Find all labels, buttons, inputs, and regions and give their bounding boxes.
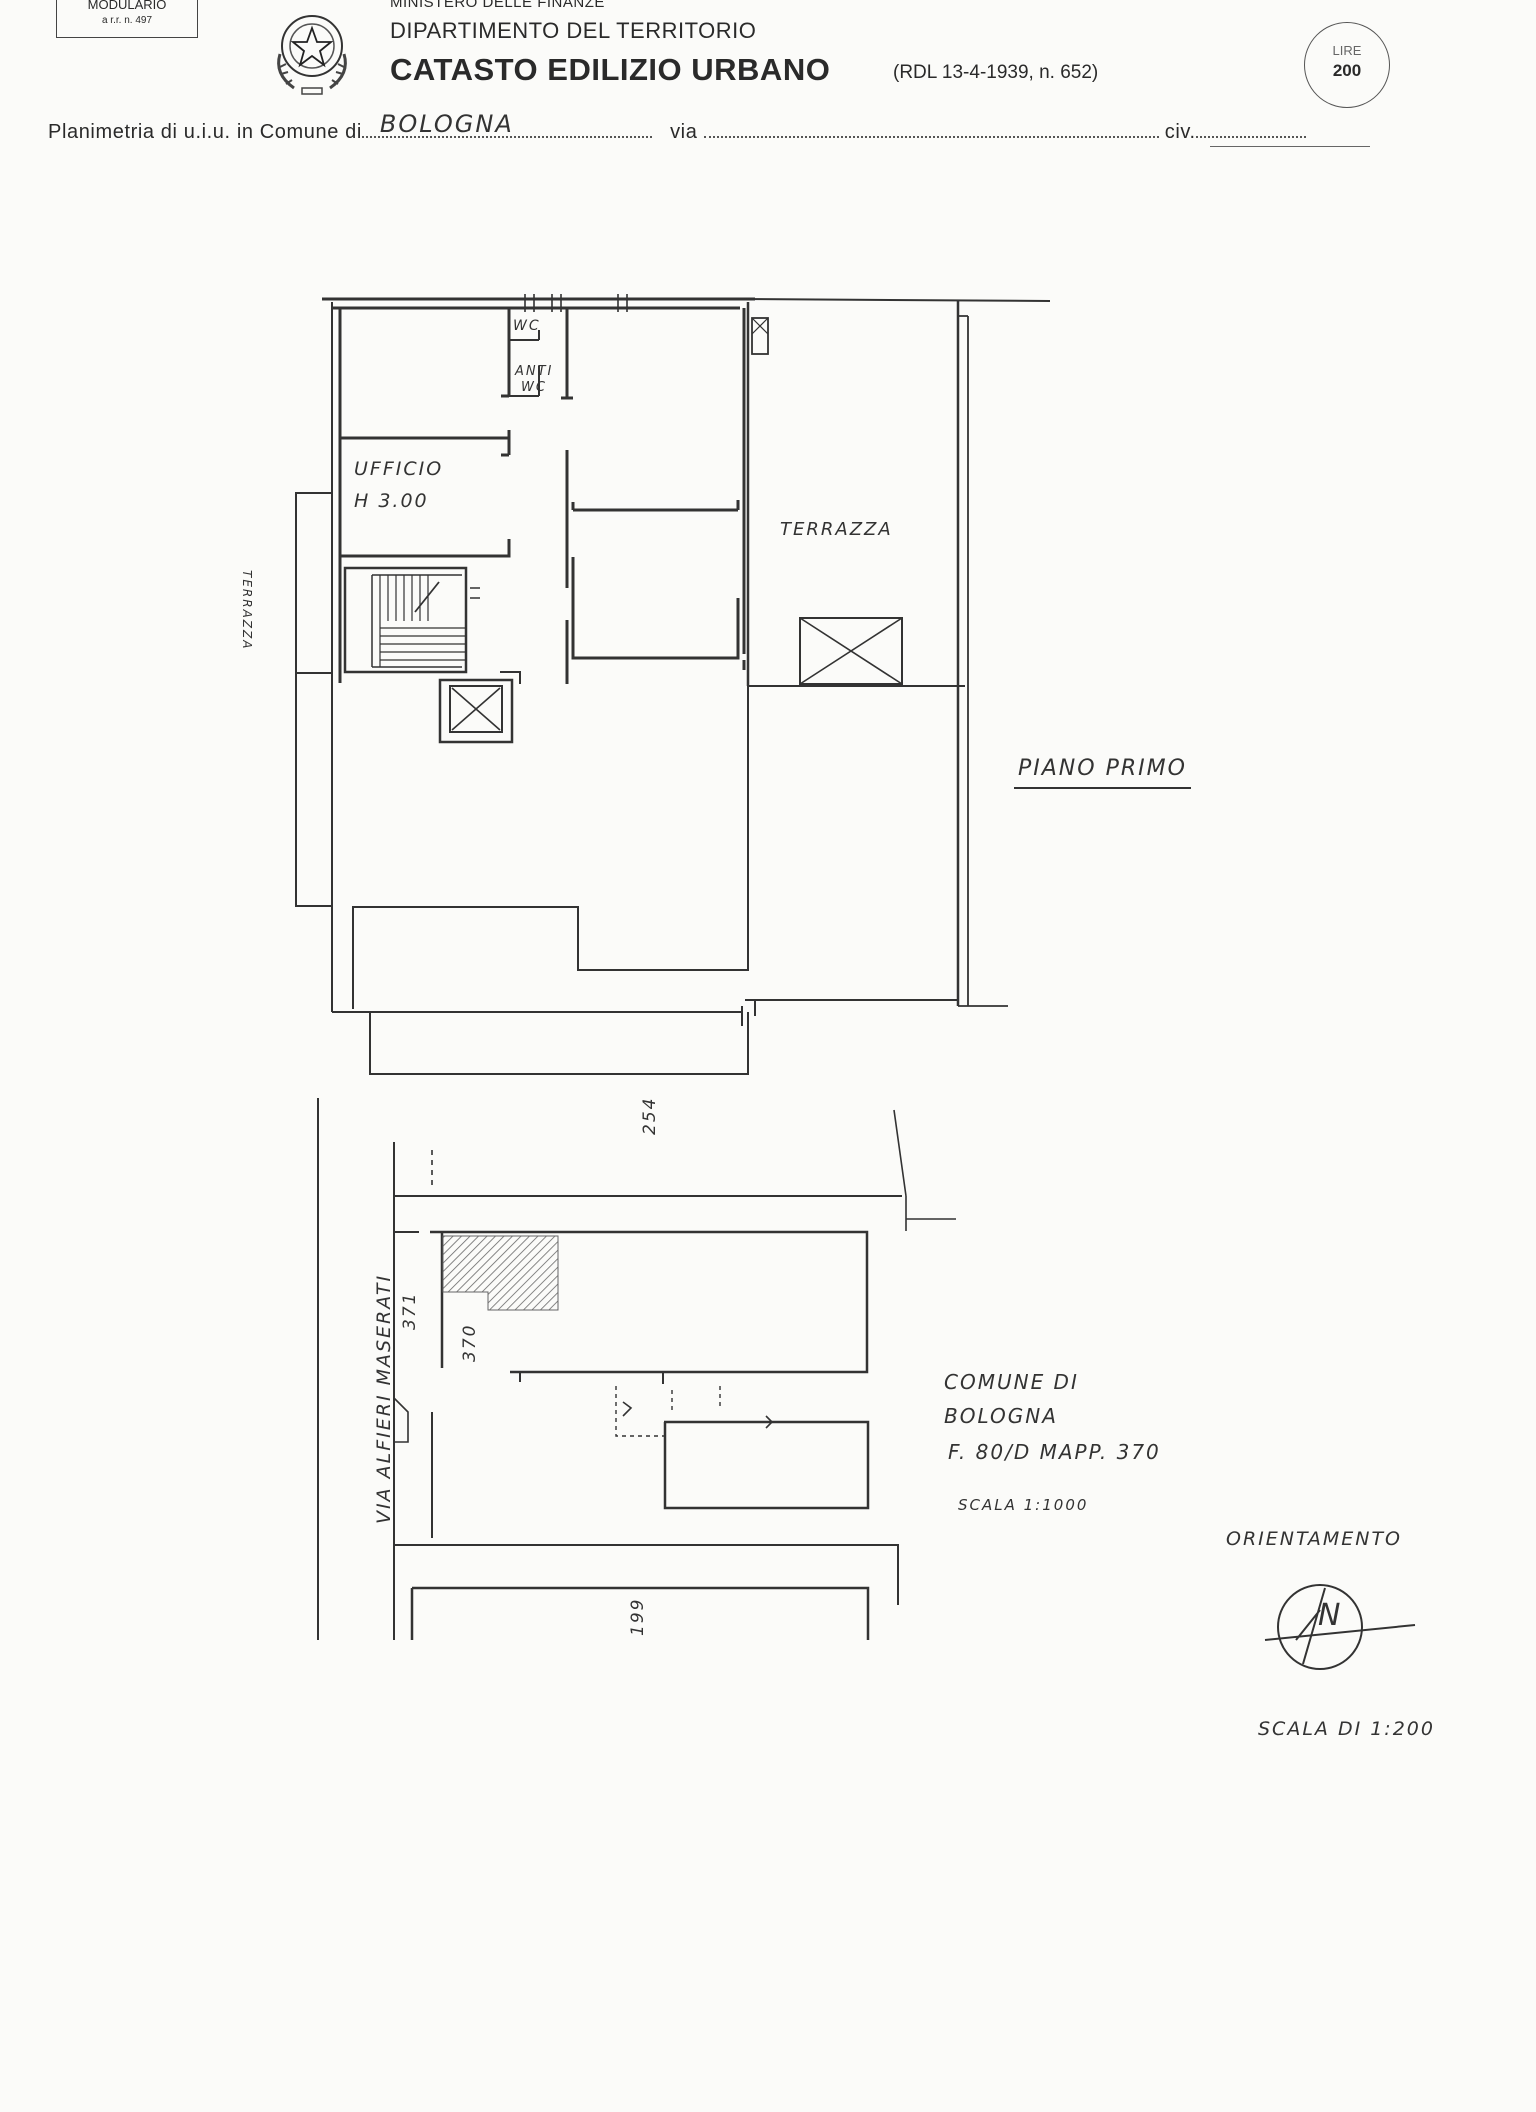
north-letter: N (1318, 1598, 1343, 1633)
site-info-line1: COMUNE DI (944, 1370, 1079, 1394)
street-label: VIA ALFIERI MASERATI (373, 1273, 395, 1524)
parcel-number-254: 254 (640, 1096, 660, 1135)
modulario-label: MODULARIO (87, 0, 167, 12)
via-field (703, 118, 1159, 138)
law-reference: (RDL 13-4-1939, n. 652) (893, 62, 1099, 83)
floor-plan (295, 294, 1051, 1075)
civ-label: civ. (1164, 121, 1196, 143)
orientation-label: ORIENTAMENTO (1226, 1528, 1403, 1550)
room-label-terrazza-west: TERRAZZA (240, 570, 254, 651)
parcel-number-370: 370 (460, 1323, 480, 1362)
room-label-anti-wc-2: WC (521, 380, 547, 395)
comune-value: BOLOGNA (379, 110, 514, 138)
civ-field (1195, 118, 1306, 138)
via-label: via (670, 121, 698, 143)
parcel-number-199: 199 (628, 1597, 648, 1636)
form-line: Planimetria di u.i.u. in Comune di BOLOGN… (48, 110, 1448, 144)
room-label-wc: WC (513, 318, 541, 334)
registry-title: CATASTO EDILIZIO URBANO (390, 52, 831, 87)
civ-underline (1210, 146, 1370, 147)
stamp-value: 200 (1332, 61, 1362, 80)
drawing-scale: SCALA DI 1:200 (1258, 1718, 1435, 1740)
republic-emblem-icon (277, 15, 347, 95)
department-title: DIPARTIMENTO DEL TERRITORIO (390, 18, 757, 43)
floor-level-label: PIANO PRIMO (1014, 756, 1191, 789)
comune-field: BOLOGNA (361, 110, 652, 138)
break-marks (622, 1401, 774, 1429)
parcel-number-371: 371 (400, 1291, 420, 1330)
fee-stamp: LIRE 200 (1304, 22, 1390, 108)
site-plan (317, 1098, 956, 1640)
modulario-box: MODULARIO a r.r. n. 497 (56, 0, 198, 38)
stamp-label: LIRE (1332, 43, 1362, 58)
ministry-title: MINISTERO DELLE FINANZE (390, 0, 605, 11)
form-line-prefix: Planimetria di u.i.u. in Comune di (48, 121, 362, 143)
room-label-terrazza-east: TERRAZZA (780, 519, 893, 540)
site-info-line2: BOLOGNA (944, 1404, 1058, 1428)
site-info-line3: F. 80/D MAPP. 370 (948, 1440, 1161, 1464)
modulario-sub: a r.r. n. 497 (101, 15, 153, 26)
north-arrow-icon (1264, 1584, 1416, 1670)
room-label-ufficio: UFFICIO (354, 458, 444, 480)
hatched-parcel (442, 1235, 559, 1311)
room-label-ufficio-height: H 3.00 (354, 490, 429, 512)
site-info-scale: SCALA 1:1000 (958, 1496, 1089, 1514)
room-label-anti-wc-1: ANTI (515, 364, 554, 379)
